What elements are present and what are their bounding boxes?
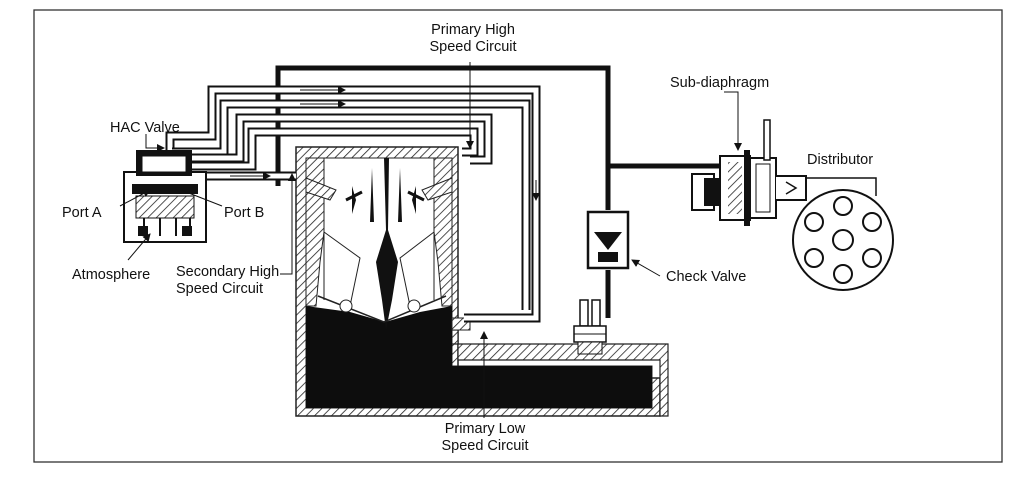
hac-valve [123, 150, 207, 243]
label-secondary-high-speed-circuit: Secondary High Speed Circuit [176, 264, 279, 298]
temperature-sensor [573, 299, 607, 355]
check-valve [586, 210, 630, 270]
label-port-a: Port A [62, 205, 102, 221]
carburetor-body [295, 146, 669, 417]
label-sub-diaphragm: Sub-diaphragm [670, 75, 770, 91]
distributor-assembly [691, 119, 877, 226]
distributor-cap [792, 189, 894, 291]
label-primary-high-line1: Primary High [431, 22, 515, 38]
label-primary-high-speed-circuit: Primary High Speed Circuit [416, 22, 530, 56]
needle-cone [376, 158, 398, 330]
leader-lines [119, 62, 742, 418]
label-secondary-high-line2: Speed Circuit [176, 281, 264, 297]
label-primary-high-line2: Speed Circuit [429, 39, 517, 55]
label-port-b: Port B [224, 205, 265, 221]
label-primary-low-speed-circuit: Primary Low Speed Circuit [426, 421, 544, 455]
label-distributor: Distributor [807, 152, 874, 168]
label-primary-low-line2: Speed Circuit [441, 438, 529, 454]
figure-frame [33, 9, 1003, 463]
label-primary-low-line1: Primary Low [444, 421, 526, 437]
label-check-valve: Check Valve [666, 269, 747, 285]
label-atmosphere: Atmosphere [72, 267, 151, 283]
label-hac-valve: HAC Valve [110, 120, 180, 136]
label-secondary-high-line1: Secondary High [176, 264, 280, 280]
fuel-level [306, 306, 652, 408]
